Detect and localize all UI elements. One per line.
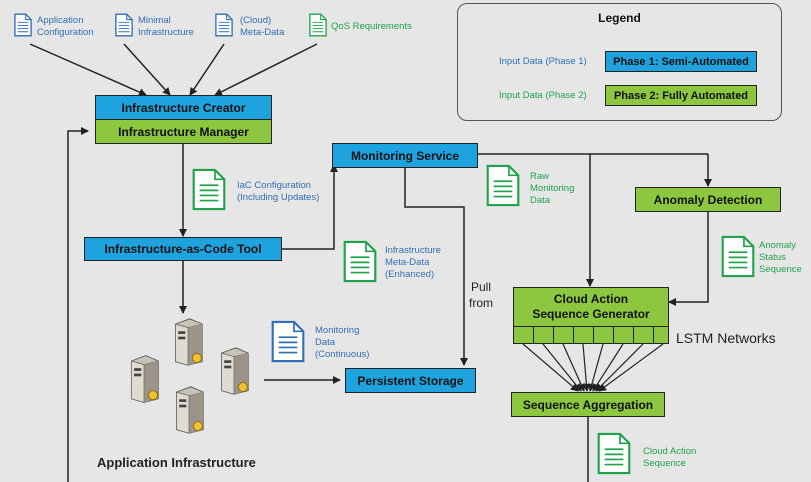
cloud-action-sequence-generator: Cloud Action Sequence Generator [513, 287, 669, 327]
lstm-cells [513, 326, 669, 344]
monitoring-service: Monitoring Service [332, 143, 478, 168]
label-cloud-meta-data: (Cloud) Meta-Data [240, 15, 285, 38]
infrastructure-creator: Infrastructure Creator [95, 95, 272, 120]
server-icon [221, 347, 249, 395]
label-raw-monitoring-data: Raw Monitoring Data [530, 171, 575, 206]
anomaly-detection: Anomaly Detection [635, 187, 781, 212]
legend-phase-2: Phase 2: Fully Automated [605, 85, 757, 106]
document-icon [597, 432, 631, 475]
server-icon [176, 386, 204, 434]
label-monitoring-data: Monitoring Data (Continuous) [315, 325, 370, 360]
label-application-infrastructure: Application Infrastructure [97, 455, 256, 470]
label-anomaly-status-sequence: Anomaly Status Sequence [759, 240, 802, 275]
document-icon [721, 235, 755, 278]
document-icon [14, 13, 32, 37]
infrastructure-as-code-tool: Infrastructure-as-Code Tool [84, 237, 282, 261]
document-icon [309, 13, 327, 37]
document-icon [215, 13, 233, 37]
legend-title: Legend [598, 11, 641, 25]
label-lstm-networks: LSTM Networks [676, 330, 776, 346]
persistent-storage: Persistent Storage [345, 368, 476, 393]
document-icon [486, 164, 520, 207]
server-icon [175, 318, 203, 366]
legend-input-phase-2: Input Data (Phase 2) [499, 90, 587, 101]
label-pull-from: Pull from [469, 280, 493, 310]
label-application-configuration: Application Configuration [37, 15, 94, 38]
document-icon [271, 320, 305, 363]
label-infrastructure-meta-data: Infrastructure Meta-Data (Enhanced) [385, 245, 441, 280]
infrastructure-manager: Infrastructure Manager [95, 119, 272, 144]
label-qos-requirements: QoS Requirements [331, 21, 412, 32]
legend-input-phase-1: Input Data (Phase 1) [499, 56, 587, 67]
label-cloud-action-sequence: Cloud Action Sequence [643, 446, 697, 469]
legend-phase-1: Phase 1: Semi-Automated [605, 51, 757, 72]
document-icon [192, 168, 226, 211]
document-icon [115, 13, 133, 37]
sequence-aggregation: Sequence Aggregation [511, 392, 665, 417]
document-icon [343, 240, 377, 283]
label-minimal-infrastructure: Minimal Infrastructure [138, 15, 194, 38]
label-iac-configuration: IaC Configuration (Including Updates) [237, 180, 320, 203]
server-icon [130, 355, 159, 403]
